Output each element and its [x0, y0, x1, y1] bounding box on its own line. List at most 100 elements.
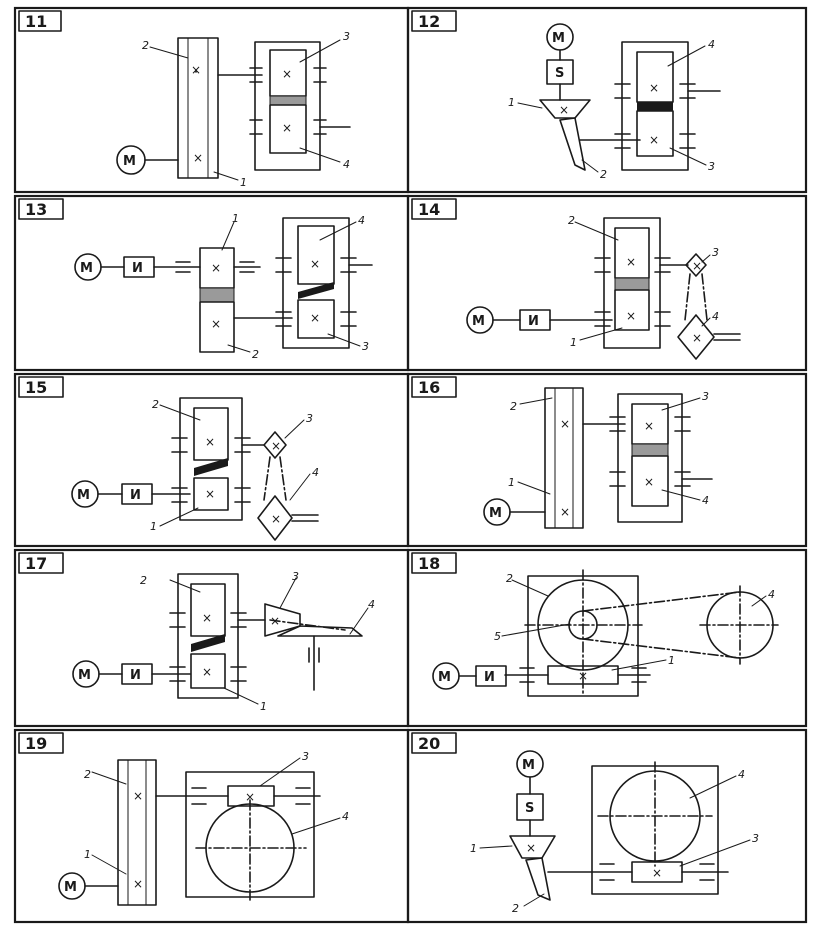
svg-text:1: 1: [84, 848, 91, 861]
svg-text:×: ×: [205, 435, 215, 449]
svg-text:И: И: [484, 670, 495, 685]
svg-text:×: ×: [282, 67, 292, 81]
svg-text:1: 1: [260, 700, 267, 713]
belt-drive: [177, 37, 219, 179]
svg-text:2: 2: [142, 39, 149, 52]
svg-text:4: 4: [708, 38, 715, 51]
svg-text:4: 4: [738, 768, 745, 781]
svg-text:И: И: [130, 668, 141, 683]
panel-number-box: [411, 552, 457, 574]
gear-housing: [621, 41, 689, 171]
svg-text:18: 18: [418, 554, 440, 573]
panel-number-box: [411, 198, 457, 220]
svg-text:×: ×: [626, 309, 636, 323]
svg-text:И: И: [528, 314, 539, 329]
gear-housing: [254, 41, 321, 171]
svg-text:2: 2: [152, 398, 159, 411]
svg-text:×: ×: [526, 841, 536, 855]
panel-11: 11 × × M × × 2 3 4 1: [18, 10, 351, 189]
svg-text:13: 13: [25, 200, 47, 219]
svg-text:×: ×: [211, 317, 221, 331]
svg-text:×: ×: [626, 255, 636, 269]
gear-housing: [179, 397, 243, 521]
svg-text:×: ×: [692, 331, 702, 345]
panel-number-box: [18, 198, 64, 220]
svg-text:2: 2: [510, 400, 517, 413]
svg-text:4: 4: [368, 598, 375, 611]
svg-text:×: ×: [644, 475, 654, 489]
svg-text:2: 2: [512, 902, 519, 915]
svg-text:2: 2: [600, 168, 607, 181]
belt-drive: [544, 387, 584, 529]
belt-drive: [117, 759, 157, 906]
svg-text:×: ×: [271, 512, 281, 526]
svg-text:1: 1: [508, 96, 515, 109]
svg-text:1: 1: [240, 176, 247, 189]
svg-text:15: 15: [25, 378, 47, 397]
panel-16: 16 × × M × × 2 3 1 4: [411, 376, 713, 529]
svg-text:4: 4: [358, 214, 365, 227]
svg-text:4: 4: [343, 158, 350, 171]
svg-text:5: 5: [494, 630, 501, 643]
svg-text:M: M: [80, 261, 93, 276]
svg-text:4: 4: [702, 494, 709, 507]
svg-text:M: M: [438, 670, 451, 685]
panel-20: 20 M S × × 4 3 1 2: [411, 732, 759, 915]
svg-text:20: 20: [418, 734, 440, 753]
svg-text:3: 3: [343, 30, 350, 43]
svg-text:14: 14: [418, 200, 440, 219]
svg-text:16: 16: [418, 378, 440, 397]
svg-text:4: 4: [712, 310, 719, 323]
sprocket-large: [677, 314, 715, 360]
svg-text:2: 2: [252, 348, 259, 361]
svg-text:×: ×: [205, 487, 215, 501]
sprocket-small: [263, 431, 287, 459]
svg-text:×: ×: [578, 669, 588, 683]
svg-text:1: 1: [470, 842, 477, 855]
svg-text:M: M: [472, 314, 485, 329]
svg-text:×: ×: [193, 151, 203, 165]
svg-text:×: ×: [133, 789, 143, 803]
gear-housing: [177, 573, 239, 699]
svg-text:×: ×: [649, 81, 659, 95]
panel-number-box: [411, 732, 457, 754]
svg-text:1: 1: [150, 520, 157, 533]
svg-text:4: 4: [342, 810, 349, 823]
svg-text:×: ×: [133, 877, 143, 891]
svg-text:×: ×: [310, 311, 320, 325]
svg-text:12: 12: [418, 12, 440, 31]
panel-number-box: [411, 376, 457, 398]
panel-number: 11: [25, 12, 47, 31]
svg-text:1: 1: [668, 654, 675, 667]
svg-text:3: 3: [292, 570, 299, 583]
svg-text:4: 4: [768, 588, 775, 601]
svg-text:×: ×: [649, 133, 659, 147]
svg-text:×: ×: [211, 261, 221, 275]
panel-number-box: [18, 552, 64, 574]
svg-text:3: 3: [362, 340, 369, 353]
svg-text:M: M: [552, 31, 565, 46]
svg-text:M: M: [77, 488, 90, 503]
svg-text:×: ×: [560, 417, 570, 431]
gear-housing: [603, 217, 661, 349]
svg-text:3: 3: [752, 832, 759, 845]
svg-text:M: M: [78, 668, 91, 683]
svg-text:3: 3: [712, 246, 719, 259]
gear-housing: [617, 393, 683, 523]
gear-mark: ×: [191, 63, 201, 77]
svg-text:×: ×: [245, 790, 255, 804]
svg-text:3: 3: [702, 390, 709, 403]
svg-text:×: ×: [644, 419, 654, 433]
panel-15: 15 M И × × × × 2 3 4 1: [18, 376, 319, 541]
panel-19: 19 × × M × 2 3 4 1: [18, 732, 349, 906]
panel-13: 13 M И × × × × 1 4 2 3: [18, 198, 373, 361]
svg-text:2: 2: [84, 768, 91, 781]
svg-text:4: 4: [312, 466, 319, 479]
svg-text:S: S: [555, 66, 564, 81]
svg-text:3: 3: [708, 160, 715, 173]
svg-text:1: 1: [570, 336, 577, 349]
panel-17: 17 M И × × × 2 3 4 1: [18, 552, 375, 713]
svg-text:1: 1: [232, 212, 239, 225]
panel-number-box: [18, 376, 64, 398]
panel-number-box: [411, 10, 457, 32]
